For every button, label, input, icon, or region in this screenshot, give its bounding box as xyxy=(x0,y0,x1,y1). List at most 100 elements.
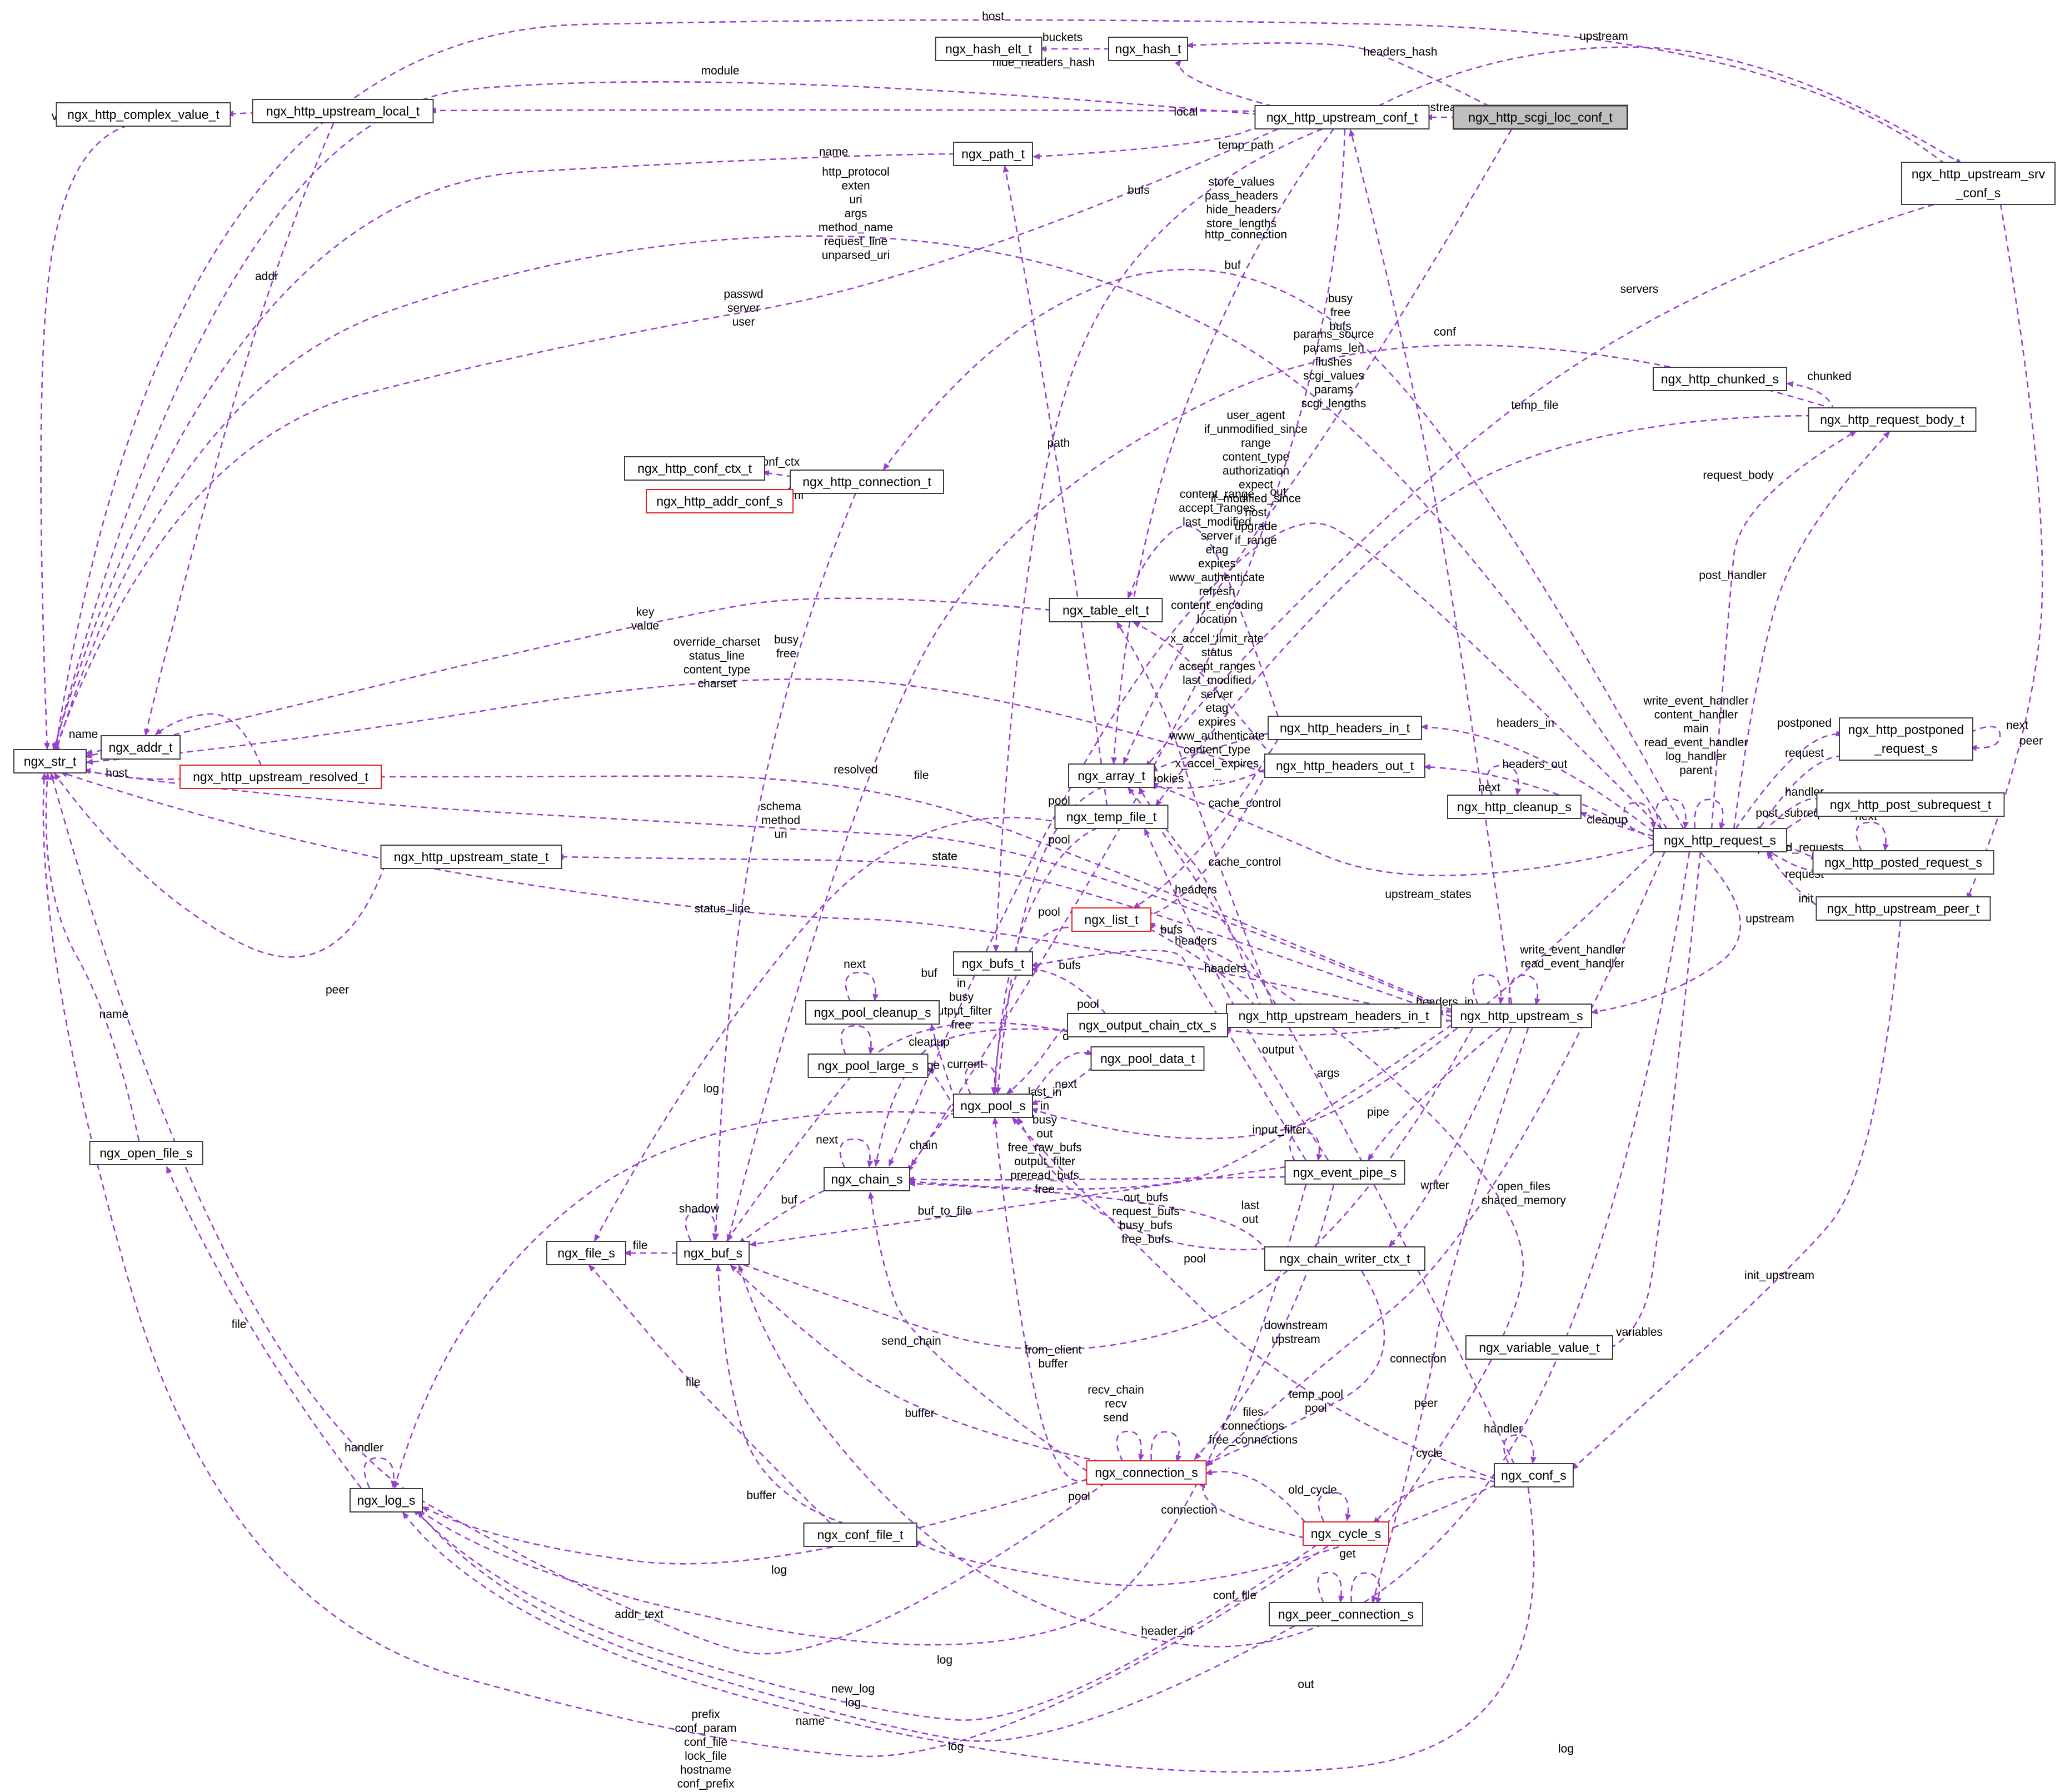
edge-upstream-buf xyxy=(734,1027,1474,1351)
node-conf_file[interactable]: ngx_conf_file_t xyxy=(803,1523,917,1547)
node-upstream_headers_in[interactable]: ngx_http_upstream_headers_in_t xyxy=(1226,1004,1441,1028)
edge-request-request_body xyxy=(1733,431,1891,830)
edge-output_chain-buf xyxy=(726,1022,1090,1242)
edge-request-chain xyxy=(888,522,1662,1167)
edge-upstream-event_pipe xyxy=(1367,1027,1501,1161)
node-label: ngx_http_scgi_loc_conf_t xyxy=(1468,110,1613,124)
node-peer_connection[interactable]: ngx_peer_connection_s xyxy=(1269,1602,1423,1626)
node-label: ngx_http_request_s xyxy=(1664,833,1776,847)
node-label: ngx_variable_value_t xyxy=(1479,1340,1600,1355)
node-list[interactable]: ngx_list_t xyxy=(1071,907,1151,932)
edge-label: peer xyxy=(1414,1397,1438,1410)
node-resolved[interactable]: ngx_http_upstream_resolved_t xyxy=(179,765,382,789)
node-chain[interactable]: ngx_chain_s xyxy=(824,1167,910,1191)
node-variable_value[interactable]: ngx_variable_value_t xyxy=(1465,1335,1613,1360)
node-label: ngx_path_t xyxy=(961,147,1025,161)
node-open_file[interactable]: ngx_open_file_s xyxy=(89,1141,203,1165)
edge-conf-array xyxy=(1127,787,1515,1465)
node-chunked[interactable]: ngx_http_chunked_s xyxy=(1653,367,1787,391)
node-addr_conf[interactable]: ngx_http_addr_conf_s xyxy=(646,489,794,513)
edge-addr-str xyxy=(85,749,103,756)
node-str[interactable]: ngx_str_t xyxy=(13,749,87,773)
node-pool[interactable]: ngx_pool_s xyxy=(953,1094,1033,1118)
node-request[interactable]: ngx_http_request_s xyxy=(1653,828,1787,852)
edge-label: cleanup xyxy=(1587,813,1628,826)
node-upstream_local[interactable]: ngx_http_upstream_local_t xyxy=(252,99,434,123)
node-hash_elt[interactable]: ngx_hash_elt_t xyxy=(935,37,1043,61)
edge-request-http_connection xyxy=(882,268,1685,830)
edge-label: pool xyxy=(1068,1490,1090,1503)
edge-cleanup-cleanup xyxy=(1487,765,1522,796)
node-temp_file[interactable]: ngx_temp_file_t xyxy=(1054,805,1169,829)
edge-label: buf_to_file xyxy=(918,1205,972,1217)
edge-connection-buf xyxy=(730,1264,1101,1462)
node-addr[interactable]: ngx_addr_t xyxy=(101,735,181,760)
node-headers_out[interactable]: ngx_http_headers_out_t xyxy=(1264,753,1425,778)
node-buf[interactable]: ngx_buf_s xyxy=(676,1241,750,1265)
node-upstream_srv_conf[interactable]: ngx_http_upstream_srv_conf_s xyxy=(1901,162,2056,205)
node-hash[interactable]: ngx_hash_t xyxy=(1108,37,1188,61)
node-upstream_conf[interactable]: ngx_http_upstream_conf_t xyxy=(1254,105,1430,129)
node-log[interactable]: ngx_log_s xyxy=(350,1488,423,1513)
node-pool_data[interactable]: ngx_pool_data_t xyxy=(1090,1046,1205,1071)
node-bufs[interactable]: ngx_bufs_t xyxy=(953,951,1033,976)
node-connection[interactable]: ngx_connection_s xyxy=(1086,1460,1207,1485)
node-output_chain[interactable]: ngx_output_chain_ctx_s xyxy=(1067,1013,1228,1037)
node-request_body[interactable]: ngx_http_request_body_t xyxy=(1808,407,1977,432)
node-upstream_state[interactable]: ngx_http_upstream_state_t xyxy=(380,845,562,869)
edge-label: init xyxy=(1799,892,1814,905)
node-pool_cleanup[interactable]: ngx_pool_cleanup_s xyxy=(805,1000,940,1025)
node-post_subrequest[interactable]: ngx_http_post_subrequest_t xyxy=(1816,792,2005,817)
node-scgi_loc_conf[interactable]: ngx_http_scgi_loc_conf_t xyxy=(1453,104,1628,130)
node-table_elt[interactable]: ngx_table_elt_t xyxy=(1049,598,1163,622)
node-label: ngx_table_elt_t xyxy=(1063,603,1150,617)
node-upstream[interactable]: ngx_http_upstream_s xyxy=(1451,1004,1592,1028)
edge-request-cleanup xyxy=(1579,811,1654,837)
node-posted_request[interactable]: ngx_http_posted_request_s xyxy=(1812,850,1994,875)
node-conf[interactable]: ngx_conf_s xyxy=(1494,1463,1574,1487)
edge-cycle-list xyxy=(1148,922,1524,1526)
edge-complex_value-str xyxy=(40,124,128,750)
node-chain_writer[interactable]: ngx_chain_writer_ctx_t xyxy=(1264,1246,1425,1271)
node-complex_value[interactable]: ngx_http_complex_value_t xyxy=(56,102,231,127)
edge-headers_out-list xyxy=(1139,761,1274,920)
edge-label: buffer xyxy=(746,1489,776,1502)
node-array[interactable]: ngx_array_t xyxy=(1068,763,1155,788)
edge-label: file xyxy=(686,1376,701,1389)
node-pool_large[interactable]: ngx_pool_large_s xyxy=(807,1054,929,1078)
edge-label: send_chain xyxy=(881,1335,941,1347)
node-cycle[interactable]: ngx_cycle_s xyxy=(1303,1521,1389,1546)
edge-label: headers_out xyxy=(1503,758,1568,771)
node-label: ngx_temp_file_t xyxy=(1066,810,1157,824)
edge-label: pool xyxy=(1048,833,1070,846)
node-upstream_peer[interactable]: ngx_http_upstream_peer_t xyxy=(1815,896,1991,921)
edge-label: next xyxy=(1478,781,1500,794)
node-label: ngx_http_conf_ctx_t xyxy=(637,461,752,476)
node-conf_ctx[interactable]: ngx_http_conf_ctx_t xyxy=(624,456,765,481)
node-headers_in[interactable]: ngx_http_headers_in_t xyxy=(1268,716,1422,740)
node-label: ngx_output_chain_ctx_s xyxy=(1079,1018,1216,1032)
edge-conf_file-file xyxy=(588,1264,831,1524)
node-label: ngx_http_upstream_local_t xyxy=(266,104,420,118)
node-file[interactable]: ngx_file_s xyxy=(546,1241,626,1265)
edge-label: out xyxy=(1270,486,1286,498)
node-postponed[interactable]: ngx_http_postponed_request_s xyxy=(1839,717,1973,761)
node-cleanup[interactable]: ngx_http_cleanup_s xyxy=(1447,795,1582,819)
edge-label: file xyxy=(232,1318,247,1331)
node-path[interactable]: ngx_path_t xyxy=(953,142,1033,166)
edge-label: log xyxy=(704,1082,719,1095)
edge-headers_out-array xyxy=(1149,768,1265,790)
edge-request_body-buf xyxy=(726,344,1834,1242)
edge-label: http_connection xyxy=(1205,228,1287,241)
edge-peer_connection-peer_connection xyxy=(1317,1571,1345,1604)
edge-upstream_conf-array xyxy=(1111,128,1335,765)
edge-label: buffer xyxy=(905,1407,934,1420)
node-http_connection[interactable]: ngx_http_connection_t xyxy=(790,470,944,494)
edge-label: temp_file xyxy=(1511,399,1558,412)
edge-label: cache_control xyxy=(1209,797,1281,810)
node-event_pipe[interactable]: ngx_event_pipe_s xyxy=(1284,1160,1405,1185)
